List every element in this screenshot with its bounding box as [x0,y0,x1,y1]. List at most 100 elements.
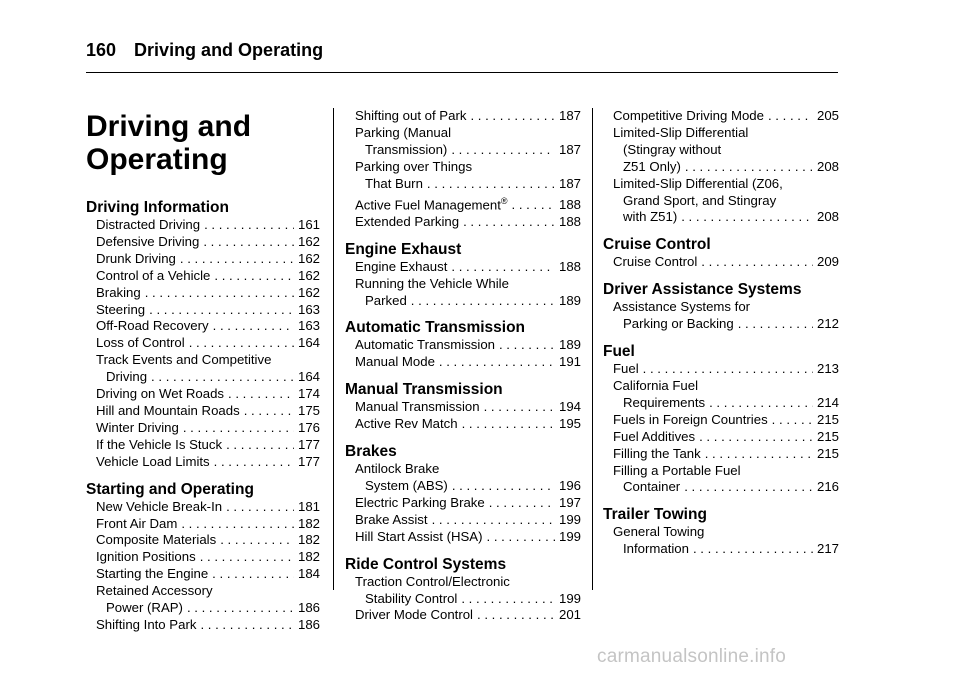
toc-entry-title: Cruise Control [613,254,698,270]
toc-entry[interactable]: Limited-Slip Differential (Z06,Grand Spo… [613,176,839,227]
section-heading: Engine Exhaust [345,240,462,258]
toc-entry-title: Filling a Portable Fuel [613,462,741,478]
toc-entry[interactable]: Distracted Driving161 [96,217,320,234]
toc-entry-title: Manual Mode [355,354,435,370]
leader-dots [180,251,294,268]
leader-dots [203,234,294,251]
toc-entry-title: Brake Assist [355,511,428,527]
toc-entry-title: Hill and Mountain Roads [96,402,240,418]
leader-dots [470,108,555,125]
toc-entry[interactable]: Manual Mode 191 [355,354,581,371]
toc-entry[interactable]: Hill Start Assist (HSA)199 [355,529,581,546]
leader-dots [213,318,294,335]
toc-page-number: 162 [297,233,320,249]
toc-entry[interactable]: Hill and Mountain Roads175 [96,403,320,420]
leader-dots [484,399,555,416]
toc-entry[interactable]: Active Rev Match195 [355,416,581,433]
toc-page-number: 174 [297,386,320,402]
toc-entry[interactable]: Defensive Driving 162 [96,234,320,251]
toc-entry[interactable]: Competitive Driving Mode205 [613,108,839,125]
toc-entry[interactable]: Ignition Positions182 [96,549,320,566]
toc-page-number: 201 [558,607,581,623]
toc-entry-title: Transmission) [365,141,448,157]
toc-entry[interactable]: Track Events and CompetitiveDriving164 [96,352,320,386]
toc-entry[interactable]: Off-Road Recovery163 [96,318,320,335]
section-heading: Ride Control Systems [345,555,507,573]
chapter-title: Driving and Operating [86,110,320,176]
toc-entry[interactable]: Loss of Control164 [96,335,320,352]
toc-entry[interactable]: Starting the Engine184 [96,566,320,583]
toc-entry[interactable]: Filling the Tank215 [613,446,839,463]
toc-entry[interactable]: Engine Exhaust188 [355,259,581,276]
toc-entry[interactable]: Composite Materials182 [96,532,320,549]
toc-entry[interactable]: Filling a Portable FuelContainer216 [613,463,839,497]
toc-entry-title: Driver Mode Control [355,607,473,623]
toc-entry-title: California Fuel [613,377,699,393]
toc-page-number: 209 [816,254,839,270]
section-heading: Fuel [603,343,635,361]
toc-entry[interactable]: Steering163 [96,302,320,319]
toc-entry[interactable]: Extended Parking188 [355,214,581,231]
section-heading: Driving Information [86,199,229,216]
toc-entry-title: Defensive Driving [96,233,200,249]
toc-entry[interactable]: Electric Parking Brake197 [355,495,581,512]
toc-entry[interactable]: Shifting Into Park186 [96,617,320,634]
toc-entry[interactable]: Active Fuel Management®188 [355,193,581,214]
toc-entry[interactable]: Drunk Driving162 [96,251,320,268]
toc-page-number: 215 [816,428,839,444]
toc-entry[interactable]: New Vehicle Break-In181 [96,499,320,516]
toc-entry-title: Automatic Transmission [355,337,495,353]
toc-entry[interactable]: Running the Vehicle WhileParked189 [355,276,581,310]
toc-entry-title: Steering [96,301,146,317]
leader-dots [212,566,294,583]
toc-entry[interactable]: Automatic Transmission189 [355,337,581,354]
leader-dots [462,416,555,433]
toc-page-number: 187 [558,108,581,123]
leader-dots [145,285,294,302]
leader-dots [699,429,813,446]
toc-page-number: 188 [558,213,581,229]
toc-entry-title: Drunk Driving [96,250,176,266]
toc-entry[interactable]: Fuel213 [613,361,839,378]
toc-entry[interactable]: California FuelRequirements214 [613,378,839,412]
toc-entry[interactable]: Fuel Additives215 [613,429,839,446]
toc-entry[interactable]: Braking162 [96,285,320,302]
toc-page-number: 208 [816,209,839,225]
toc-entry[interactable]: Brake Assist199 [355,512,581,529]
toc-entry[interactable]: Driving on Wet Roads174 [96,386,320,403]
toc-entry[interactable]: Control of a Vehicle162 [96,268,320,285]
leader-dots [244,403,294,420]
toc-entry-title: (Stingray without [623,141,722,157]
leader-dots [738,316,813,333]
toc-entry-title: If the Vehicle Is Stuck [96,436,223,452]
toc-entry[interactable]: Winter Driving176 [96,420,320,437]
leader-dots [226,499,294,516]
toc-entry[interactable]: General TowingInformation217 [613,524,839,558]
toc-entry[interactable]: If the Vehicle Is Stuck177 [96,437,320,454]
toc-entry-title: Antilock Brake [355,461,440,477]
toc-entry[interactable]: Limited-Slip Differential(Stingray witho… [613,125,839,176]
toc-entry[interactable]: Driver Mode Control 201 [355,607,581,624]
toc-page-number: 176 [297,419,320,435]
toc-page-number: 216 [816,479,839,495]
toc-entry[interactable]: Shifting out of Park187 [355,108,581,125]
toc-entry[interactable]: Front Air Dam182 [96,516,320,533]
toc-entry[interactable]: Vehicle Load Limits177 [96,454,320,471]
toc-entry[interactable]: Manual Transmission194 [355,399,581,416]
toc-entry[interactable]: Cruise Control 209 [613,254,839,271]
toc-page-number: 191 [558,354,581,370]
toc-page-number: 182 [297,549,320,565]
leader-dots [214,268,294,285]
page-number: 160 [86,40,117,60]
leader-dots [772,412,813,429]
toc-entry[interactable]: Fuels in Foreign Countries215 [613,412,839,429]
toc-page-number: 188 [558,196,581,212]
leader-dots [685,159,813,176]
leader-dots [768,108,813,125]
